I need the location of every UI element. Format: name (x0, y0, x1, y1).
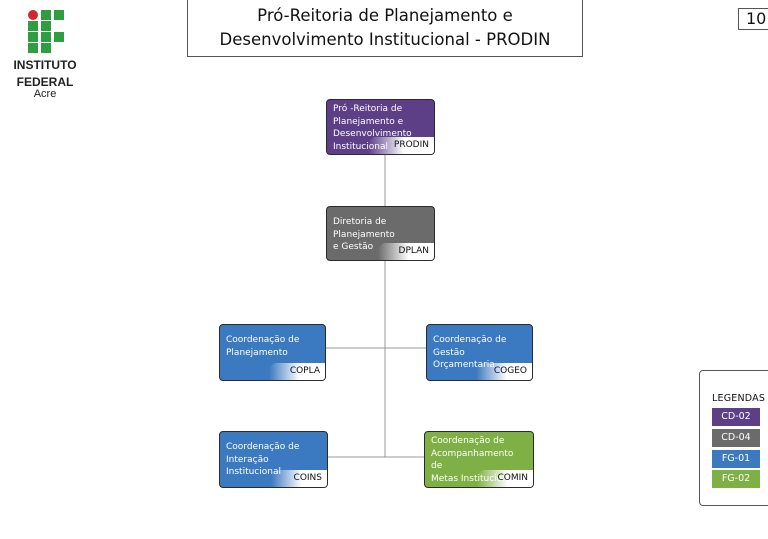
node-coins: Coordenação de Interação Institucional C… (219, 431, 328, 488)
node-dplan: Diretoria de Planejamento e Gestão DPLAN (326, 206, 435, 261)
node-prodin-code: PRODIN (368, 137, 434, 154)
legend-title: LEGENDAS (712, 393, 766, 404)
node-prodin: Pró -Reitoria de Planejamento e Desenvol… (326, 99, 435, 155)
node-comin-code: COMIN (477, 470, 533, 487)
legend-item-cd04: CD-04 (712, 429, 760, 447)
legend-item-fg01: FG-01 (712, 450, 760, 468)
node-copla: Coordenação de Planejamento COPLA (219, 324, 326, 381)
node-comin: Coordenação de Acompanhamento de Metas I… (424, 431, 534, 488)
node-dplan-code: DPLAN (378, 243, 434, 260)
logo-mark (28, 10, 68, 54)
logo-line-3: Acre (33, 88, 57, 100)
node-prodin-label: Pró -Reitoria de Planejamento e Desenvol… (333, 104, 412, 152)
page-number: 10 (738, 8, 768, 30)
node-coins-code: COINS (271, 470, 327, 487)
node-copla-code: COPLA (269, 363, 325, 380)
logo-line-1: INSTITUTO (13, 58, 77, 72)
node-coins-label: Coordenação de Interação Institucional (226, 442, 300, 477)
node-cogeo-code: COGEO (476, 363, 532, 380)
node-copla-label: Coordenação de Planejamento (226, 335, 300, 358)
node-cogeo: Coordenação de Gestão Orçamentaria COGEO (426, 324, 533, 381)
institution-logo: INSTITUTO FEDERAL Acre (8, 10, 82, 100)
node-cogeo-label: Coordenação de Gestão Orçamentaria (433, 335, 507, 370)
logo-line-2: FEDERAL (16, 75, 74, 89)
node-dplan-label: Diretoria de Planejamento e Gestão (333, 217, 395, 252)
legend-item-fg02: FG-02 (712, 470, 760, 488)
legend-box: LEGENDAS CD-02 CD-04 FG-01 FG-02 (699, 370, 768, 506)
title-box: Pró-Reitoria de Planejamento e Desenvolv… (187, 0, 583, 57)
legend-item-cd02: CD-02 (712, 408, 760, 426)
page-title: Pró-Reitoria de Planejamento e Desenvolv… (219, 6, 551, 49)
